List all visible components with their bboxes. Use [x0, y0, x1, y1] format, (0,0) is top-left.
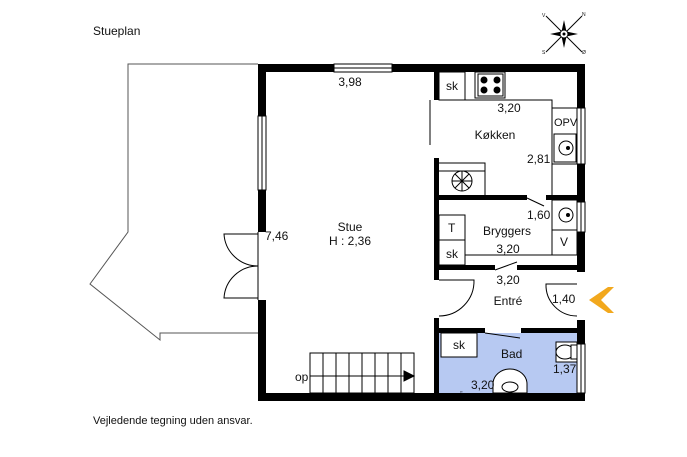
kitchen-width-label: 3,20 [497, 101, 521, 115]
extractor-fan-icon [451, 170, 473, 192]
floor-drain-label: ≈ [460, 390, 463, 396]
terrace-outline [89, 63, 258, 342]
bath-room-name: Bad [501, 347, 522, 361]
entry-depth-label: 1,40 [552, 292, 576, 306]
utility-depth-label: 1,60 [527, 208, 551, 222]
stairs-up-label: op [295, 370, 309, 384]
stove-icon [477, 73, 504, 97]
washer-label: V [560, 235, 568, 249]
entrance-arrow-icon [589, 287, 614, 313]
washbasin-icon [492, 368, 528, 394]
living-room-height: H : 2,36 [329, 234, 371, 248]
living-width-label: 3,98 [338, 75, 362, 89]
dryer-label: T [448, 221, 456, 235]
utility-room-name: Bryggers [483, 224, 531, 238]
compass-north-label: N [582, 12, 586, 18]
entry-width-label: 3,20 [496, 273, 520, 287]
living-room-name: Stue [338, 220, 363, 234]
kitchen-cabinet-label: sk [446, 79, 459, 93]
toilet-icon [555, 344, 578, 360]
utility-width-label: 3,20 [496, 242, 520, 256]
kitchen-sink-icon [553, 133, 577, 163]
bath-width-label: 3,20 [471, 378, 495, 392]
windows [257, 63, 586, 394]
compass-south-label: S [542, 50, 546, 56]
plan-title: Stueplan [93, 24, 140, 38]
compass-west-label: V [542, 13, 546, 19]
dishwasher-label: OPV [554, 117, 578, 129]
interior-walls [434, 72, 577, 393]
disclaimer-text: Vejledende tegning uden ansvar. [93, 415, 253, 427]
exterior-walls [258, 64, 585, 401]
kitchen-room-name: Køkken [475, 128, 516, 142]
bath-depth-label: 1,37 [553, 362, 577, 376]
compass-east-label: Ø [582, 50, 586, 56]
living-depth-label: 7,46 [265, 229, 289, 243]
entry-room-name: Entré [494, 294, 523, 308]
interior-doors [429, 100, 578, 339]
utility-cabinet-label: sk [446, 247, 459, 261]
staircase [309, 352, 416, 394]
utility-fixtures [438, 199, 578, 266]
compass-rose-icon [545, 15, 583, 53]
terrace-double-door [223, 232, 259, 300]
kitchen-depth-label: 2,81 [527, 152, 551, 166]
bath-cabinet-label: sk [453, 338, 466, 352]
utility-sink-icon [558, 207, 574, 223]
